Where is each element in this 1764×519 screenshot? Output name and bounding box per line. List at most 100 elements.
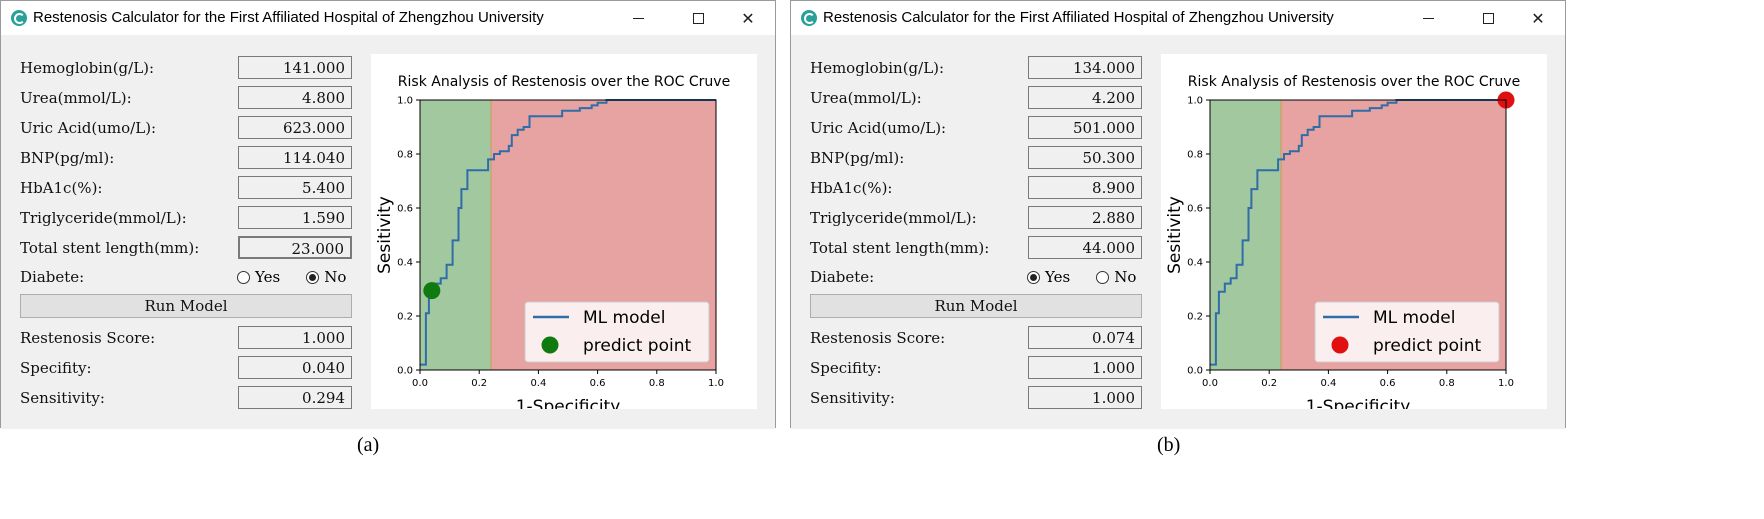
radio-checked-icon: [306, 270, 320, 284]
triglyceride-label: Triglyceride(mmol/L):: [20, 209, 187, 227]
chart-title: Risk Analysis of Restenosis over the ROC…: [397, 74, 731, 90]
maximize-icon[interactable]: [675, 1, 721, 35]
diabete-no-radio[interactable]: No: [306, 268, 346, 286]
stent-length-label: Total stent length(mm):: [20, 239, 200, 257]
radio-unchecked-icon: [237, 270, 250, 284]
minimize-icon[interactable]: [615, 1, 661, 35]
bnp-input[interactable]: 50.300: [1028, 146, 1142, 169]
diabete-yes-label: Yes: [255, 268, 281, 286]
legend-predict-point-label: predict point: [583, 336, 691, 356]
plot-frame: [1209, 99, 1507, 371]
urea-input[interactable]: 4.200: [1028, 86, 1142, 109]
x-tick-label: 1.0: [708, 378, 724, 389]
x-tick-label: 0.0: [1202, 378, 1218, 389]
y-axis-label: Sesitivity: [375, 196, 395, 274]
app-logo-icon: [801, 10, 817, 26]
hemoglobin-input[interactable]: 134.000: [1028, 56, 1142, 79]
bnp-input[interactable]: 114.040: [238, 146, 352, 169]
x-tick-label: 0.0: [412, 378, 428, 389]
y-axis-label: Sesitivity: [1165, 196, 1185, 274]
x-tick-label: 0.6: [1380, 378, 1396, 389]
form-panel: Hemoglobin(g/L): 141.000 Urea(mmol/L): 4…: [1, 35, 775, 429]
urea-label: Urea(mmol/L):: [810, 89, 922, 107]
y-tick-label: 0.2: [397, 312, 413, 323]
hba1c-label: HbA1c(%):: [20, 179, 103, 197]
roc-curve-line: [1210, 99, 1506, 366]
y-tick-label: 1.0: [1187, 96, 1203, 107]
sensitivity-value: 1.000: [1028, 386, 1142, 409]
maximize-icon[interactable]: [1465, 1, 1511, 35]
stent-length-input[interactable]: 23.000: [238, 236, 352, 259]
app-logo-icon: [11, 10, 27, 26]
calculator-window-b: Restenosis Calculator for the First Affi…: [790, 0, 1566, 429]
restenosis-score-label: Restenosis Score:: [20, 329, 156, 347]
uric-acid-input[interactable]: 501.000: [1028, 116, 1142, 139]
y-tick-label: 1.0: [397, 96, 413, 107]
sensitivity-label: Sensitivity:: [20, 389, 105, 407]
minimize-icon[interactable]: [1405, 1, 1451, 35]
specifity-value: 0.040: [238, 356, 352, 379]
hba1c-input[interactable]: 8.900: [1028, 176, 1142, 199]
diabete-yes-radio[interactable]: Yes: [237, 268, 280, 286]
caption-a: (a): [357, 434, 380, 456]
x-tick-label: 1.0: [1498, 378, 1514, 389]
triglyceride-label: Triglyceride(mmol/L):: [810, 209, 977, 227]
stent-length-input[interactable]: 44.000: [1028, 236, 1142, 259]
hemoglobin-input[interactable]: 141.000: [238, 56, 352, 79]
hemoglobin-label: Hemoglobin(g/L):: [810, 59, 945, 77]
urea-input[interactable]: 4.800: [238, 86, 352, 109]
diabete-no-label: No: [324, 268, 347, 286]
y-tick-label: 0.2: [1187, 312, 1203, 323]
calculator-window-a: Restenosis Calculator for the First Affi…: [0, 0, 776, 429]
bnp-label: BNP(pg/ml):: [20, 149, 115, 167]
diabete-label: Diabete:: [810, 268, 875, 286]
window-title: Restenosis Calculator for the First Affi…: [33, 9, 544, 26]
diabete-no-label: No: [1114, 268, 1137, 286]
diabete-yes-radio[interactable]: Yes: [1027, 268, 1070, 286]
restenosis-score-value: 1.000: [238, 326, 352, 349]
x-axis-label: 1-Specificity: [1306, 397, 1411, 409]
legend-ml-model-label: ML model: [583, 308, 665, 328]
chart-title: Risk Analysis of Restenosis over the ROC…: [1187, 74, 1521, 90]
y-tick-label: 0.6: [1187, 204, 1203, 215]
x-tick-label: 0.4: [1320, 378, 1336, 389]
specifity-label: Specifity:: [20, 359, 92, 377]
triglyceride-input[interactable]: 1.590: [238, 206, 352, 229]
restenosis-score-label: Restenosis Score:: [810, 329, 946, 347]
y-tick-label: 0.0: [1187, 366, 1203, 377]
run-model-button[interactable]: Run Model: [20, 294, 352, 318]
y-tick-label: 0.8: [1187, 150, 1203, 161]
low-risk-region: [420, 100, 492, 370]
diabete-radio-group: Yes No: [237, 268, 346, 286]
y-tick-label: 0.0: [397, 366, 413, 377]
diabete-no-radio[interactable]: No: [1096, 268, 1136, 286]
run-model-button[interactable]: Run Model: [810, 294, 1142, 318]
bnp-label: BNP(pg/ml):: [810, 149, 905, 167]
title-bar[interactable]: Restenosis Calculator for the First Affi…: [1, 1, 775, 35]
diabete-label: Diabete:: [20, 268, 85, 286]
specifity-value: 1.000: [1028, 356, 1142, 379]
legend-box: [524, 301, 710, 363]
hemoglobin-label: Hemoglobin(g/L):: [20, 59, 155, 77]
diabete-yes-label: Yes: [1045, 268, 1071, 286]
close-icon[interactable]: ✕: [1531, 8, 1545, 28]
y-tick-label: 0.4: [1187, 258, 1203, 269]
x-tick-label: 0.8: [649, 378, 665, 389]
close-icon[interactable]: ✕: [741, 8, 755, 28]
urea-label: Urea(mmol/L):: [20, 89, 132, 107]
legend-box: [1314, 301, 1500, 363]
legend-point-swatch: [541, 336, 559, 354]
window-title: Restenosis Calculator for the First Affi…: [823, 9, 1334, 26]
legend-ml-model-label: ML model: [1373, 308, 1455, 328]
title-bar[interactable]: Restenosis Calculator for the First Affi…: [791, 1, 1565, 35]
y-tick-label: 0.6: [397, 204, 413, 215]
uric-acid-input[interactable]: 623.000: [238, 116, 352, 139]
sensitivity-label: Sensitivity:: [810, 389, 895, 407]
plot-frame: [419, 99, 717, 371]
triglyceride-input[interactable]: 2.880: [1028, 206, 1142, 229]
hba1c-input[interactable]: 5.400: [238, 176, 352, 199]
y-tick-label: 0.4: [397, 258, 413, 269]
